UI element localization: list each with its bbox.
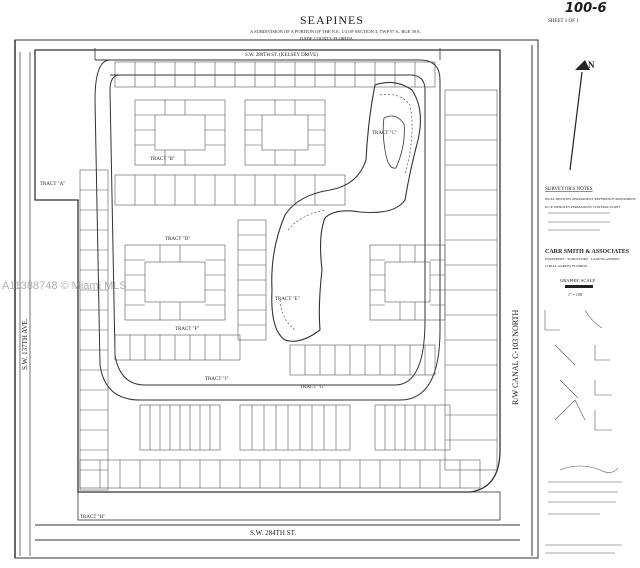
north-arrow: N: [569, 60, 595, 171]
plat-subtitle-2: DADE COUNTY FLORIDA: [300, 36, 354, 41]
lot-cluster-southwest: [139, 404, 221, 451]
tract-f-label: TRACT "F": [175, 327, 199, 332]
street-loop-outer: [94, 59, 441, 401]
street-label-bottom: S.W. 284TH ST.: [250, 529, 296, 537]
firm-name: CARR SMITH & ASSOCIATES: [545, 249, 630, 255]
scale-label: GRAPHIC SCALE: [560, 278, 595, 283]
tract-h-strip: [77, 491, 501, 521]
canal-label: R/W CANAL C-103 NORTH: [511, 309, 520, 405]
street-label-left: S.W. 137TH AVE.: [21, 318, 29, 370]
lot-cluster-west: [124, 244, 226, 321]
plat-title: SEAPINES: [300, 13, 364, 27]
firm-line-2: ENGINEERS · SURVEYORS · LAND PLANNERS: [545, 257, 620, 261]
tract-b-label: TRACT "B": [150, 157, 175, 162]
lot-cluster-south-center: [239, 404, 351, 451]
tract-j-label: TRACT "J": [205, 377, 229, 382]
lake-inner-edge: [279, 94, 413, 331]
north-arrow-label: N: [588, 60, 595, 70]
firm-block: CARR SMITH & ASSOCIATES ENGINEERS · SURV…: [545, 249, 630, 297]
west-lot-column: [79, 169, 109, 491]
watermark: A11388748 © Miami MLS: [2, 280, 127, 292]
street-label-top: S.W. 280TH ST. (KELSEY DRIVE): [245, 53, 318, 58]
plat-subtitle-1: A SUBDIVISION OF A PORTION OF THE N.E. 1…: [250, 29, 421, 35]
street-loop-inner: [109, 74, 426, 386]
surveyor-notes: SURVEYOR'S NOTES P.R.M. DENOTES PERMANEN…: [545, 187, 637, 231]
tract-c-label: TRACT "C": [372, 131, 397, 136]
lot-cluster-northwest: [134, 99, 226, 166]
page-number: 100-6: [565, 1, 607, 16]
street-north-edge: [94, 48, 441, 60]
firm-line-3: CORAL GABLES FLORIDA: [545, 264, 588, 268]
lot-cluster-southeast: [374, 404, 451, 451]
top-lot-row: [114, 61, 436, 88]
tract-e-label: TRACT "E": [275, 297, 300, 302]
handwritten-notes: [545, 465, 622, 554]
lake-island: [382, 115, 405, 169]
detail-sketches: [544, 309, 612, 431]
tract-g-label: TRACT "G": [300, 385, 325, 390]
lake-tract: [271, 81, 421, 342]
lot-cluster-north-center: [244, 99, 326, 166]
south-lot-row: [79, 459, 481, 489]
subdivision-boundary: [34, 49, 501, 493]
tract-a-label: TRACT "A": [40, 182, 65, 187]
tract-h-label: TRACT "H": [80, 515, 105, 520]
middle-lot-band: [114, 174, 436, 376]
scale-value: 1" = 100': [568, 292, 583, 297]
notes-item-1: P.R.M. DENOTES PERMANENT REFERENCE MONUM…: [545, 197, 637, 201]
notes-item-2: P.C.P. DENOTES PERMANENT CONTROL POINT: [545, 205, 621, 209]
sheet-label: SHEET 1 OF 1: [548, 19, 579, 24]
tract-d-label: TRACT "D": [165, 237, 190, 242]
lot-cluster-east: [369, 244, 446, 321]
notes-title: SURVEYOR'S NOTES: [545, 187, 593, 192]
east-lot-column: [444, 89, 498, 471]
